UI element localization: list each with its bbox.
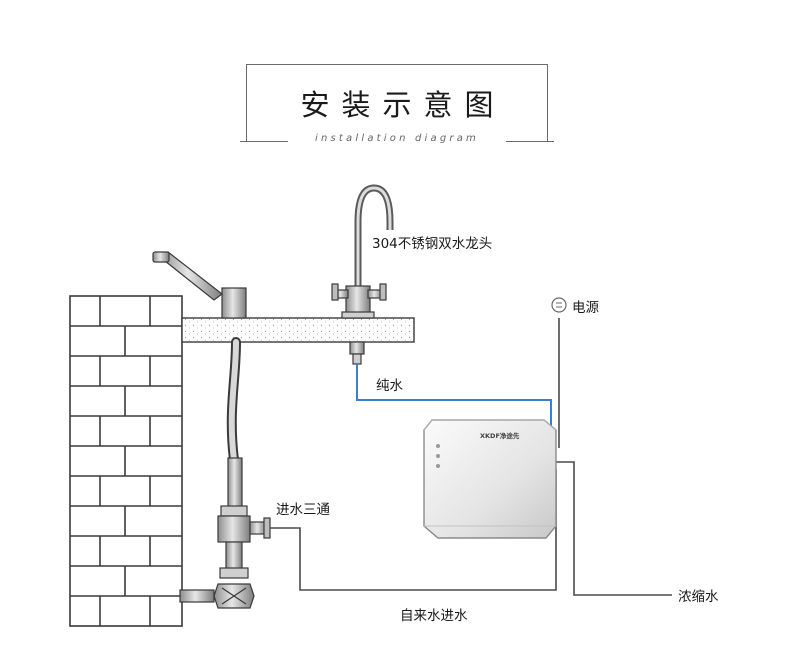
label-tee: 进水三通 [276,502,330,518]
brick-wall [69,295,183,627]
subtitle-rule-right [506,141,554,142]
diagram-subtitle: installation diagram [315,133,479,144]
device-brand-logo: XKDF净途先 [480,432,520,440]
subtitle-row: installation diagram [240,131,554,151]
power-socket-icon [551,297,567,313]
label-concentrate: 浓缩水 [678,589,719,605]
kitchen-faucet [152,251,247,319]
diagram-title: 安装示意图 [300,88,506,122]
label-power: 电源 [572,300,599,316]
title-frame [246,64,548,142]
label-faucet: 304不锈钢双水龙头 [372,236,493,252]
concentrate-line [548,461,672,596]
label-tap-water-inlet: 自来水进水 [400,608,468,624]
subtitle-rule-left [240,141,288,142]
pure-water-line [356,364,552,448]
purifier-unit [423,419,557,539]
countertop [181,317,415,343]
dual-faucet [331,184,394,365]
label-pure-water: 纯水 [376,378,403,394]
tee-valve [179,457,271,609]
supply-hose [226,337,241,465]
